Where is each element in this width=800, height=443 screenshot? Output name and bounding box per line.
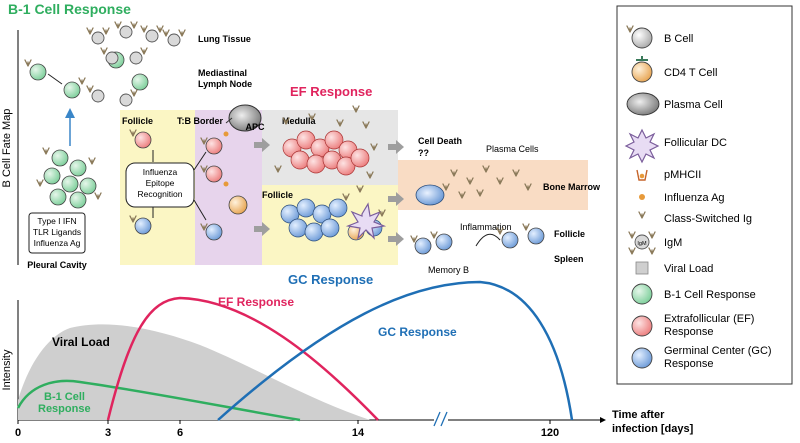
axis-break-mark bbox=[433, 411, 448, 427]
plasma-cells-label: Plasma Cells bbox=[486, 144, 539, 154]
inflammation-arrow bbox=[475, 233, 501, 247]
b1-label-2: Response bbox=[38, 403, 91, 415]
apc-label: APC bbox=[245, 122, 265, 132]
legend-label-b-cell: B Cell bbox=[664, 33, 693, 45]
tick-label-3: 14 bbox=[352, 427, 365, 439]
tick-label-4: 120 bbox=[541, 427, 559, 439]
legend-label-cd4: CD4 T Cell bbox=[664, 67, 717, 79]
ef-plasma-cluster bbox=[282, 130, 370, 176]
x-axis-label-2: infection [days] bbox=[612, 423, 694, 435]
b-cell-icon bbox=[626, 25, 653, 49]
gc-response-curve bbox=[217, 280, 574, 421]
gc-fdc bbox=[345, 202, 387, 240]
tb-border-cells bbox=[200, 131, 248, 241]
timeline-x-arrowhead bbox=[600, 417, 606, 423]
pleural-cavity-label: Pleural Cavity bbox=[27, 260, 87, 270]
cell-death-label: Cell Death bbox=[418, 136, 462, 146]
mediastinal-label-2: Lymph Node bbox=[198, 79, 252, 89]
gc-response-title: GC Response bbox=[288, 272, 373, 287]
viral-load-icon bbox=[635, 261, 649, 275]
legend-label-b1: B-1 Cell Response bbox=[664, 289, 756, 301]
tb-border-region bbox=[195, 110, 262, 265]
cd4-t-cell-icon bbox=[631, 56, 653, 83]
tick-label-1: 3 bbox=[105, 427, 111, 439]
follicular-dc-icon bbox=[624, 128, 660, 164]
ef-response-title: EF Response bbox=[290, 84, 372, 99]
pleural-text-3: Influenza Ag bbox=[34, 238, 81, 248]
pleural-text-1: Type I IFN bbox=[37, 216, 76, 226]
medulla-label: Medulla bbox=[282, 116, 316, 126]
tick-label-2: 6 bbox=[177, 427, 183, 439]
influenza-ag-icon bbox=[639, 194, 645, 200]
legend-label-igm: IgM bbox=[664, 237, 682, 249]
ef-response-curve bbox=[106, 296, 379, 421]
viral-load-area bbox=[18, 324, 370, 420]
memory-b-cells bbox=[410, 223, 545, 255]
ef-cell-icon bbox=[631, 315, 653, 337]
b1-response-title: B-1 Cell Response bbox=[8, 1, 131, 17]
legend-label-ef: Extrafollicular (EF)Response bbox=[664, 313, 754, 338]
bone-marrow-plasma bbox=[415, 165, 532, 206]
mediastinal-label-1: Mediastinal bbox=[198, 68, 247, 78]
igm-icon-text: IgM bbox=[637, 241, 647, 247]
legend-label-viral-load: Viral Load bbox=[664, 263, 713, 275]
bone-marrow-label: Bone Marrow bbox=[543, 182, 601, 192]
igm-icon: IgM bbox=[628, 231, 656, 255]
follicle-label-left: Follicle bbox=[122, 116, 153, 126]
lymph-node-b1-cells bbox=[24, 51, 149, 99]
epitope-text-2: Epitope bbox=[146, 178, 175, 188]
ef-timeline-label: EF Response bbox=[218, 295, 294, 309]
legend-label-fdc: Follicular DC bbox=[664, 137, 727, 149]
pmhcii-icon bbox=[636, 169, 648, 181]
epitope-arrows bbox=[193, 151, 207, 221]
apc-link bbox=[225, 117, 233, 124]
plasma-cell-icon bbox=[626, 92, 660, 116]
viral-load-label: Viral Load bbox=[52, 335, 110, 349]
follicle-label-right: Follicle bbox=[554, 229, 585, 239]
pleural-arrow-head bbox=[65, 108, 75, 118]
igm-cluster bbox=[91, 25, 181, 107]
tb-border-label: T:B Border bbox=[177, 116, 223, 126]
memory-b-label: Memory B bbox=[428, 265, 469, 275]
apc-cell bbox=[228, 104, 262, 132]
gc-follicle-label: Follicle bbox=[262, 190, 293, 200]
b1-label-1: B-1 Cell bbox=[44, 391, 85, 403]
epitope-text-1: Influenza bbox=[143, 167, 178, 177]
tick-label-0: 0 bbox=[15, 427, 21, 439]
x-axis-label-1: Time after bbox=[612, 409, 665, 421]
gc-cell-icon bbox=[631, 347, 653, 369]
flow-arrows bbox=[254, 138, 404, 246]
b1-response-curve bbox=[16, 379, 301, 422]
spleen-label: Spleen bbox=[554, 254, 584, 264]
inflammation-label: Inflammation bbox=[460, 222, 512, 232]
timeline-y-label: Intensity bbox=[1, 349, 13, 390]
gc-timeline-label: GC Response bbox=[378, 325, 457, 339]
cell-death-question: ?? bbox=[418, 148, 429, 158]
legend-label-influenza-ag: Influenza Ag bbox=[664, 192, 725, 204]
b1-link-arrow bbox=[47, 73, 63, 85]
timeline-ticks bbox=[17, 420, 551, 424]
lung-tissue-label: Lung Tissue bbox=[198, 34, 251, 44]
legend-label-pmhcii: pMHCII bbox=[664, 169, 701, 181]
legend-label-gc: Germinal Center (GC)Response bbox=[664, 345, 772, 370]
b1-cell-icon bbox=[631, 283, 653, 305]
fate-map-axis-label: B Cell Fate Map bbox=[1, 109, 13, 188]
follicle-b-cells bbox=[129, 129, 152, 235]
legend-label-class-switched: Class-Switched Ig bbox=[664, 213, 752, 225]
pleural-b1-cluster bbox=[36, 147, 102, 209]
epitope-text-3: Recognition bbox=[138, 189, 183, 199]
pleural-text-2: TLR Ligands bbox=[33, 227, 81, 237]
pleural-stimuli-box bbox=[28, 212, 86, 254]
legend-label-plasma: Plasma Cell bbox=[664, 99, 723, 111]
epitope-recognition-box bbox=[125, 162, 195, 208]
